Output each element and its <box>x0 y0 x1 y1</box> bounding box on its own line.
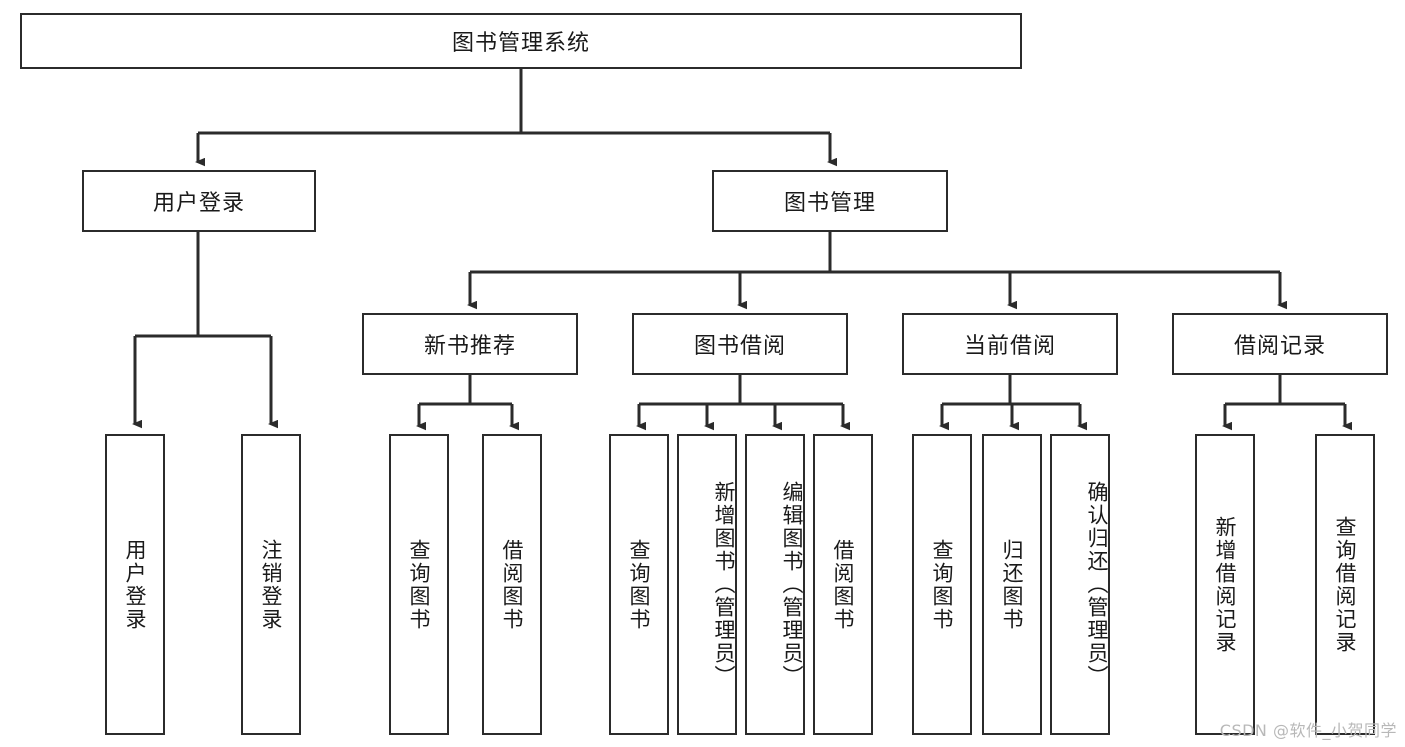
csdn-watermark: CSDN @软件_小贺同学 <box>1219 721 1397 740</box>
leaf-borrow-book-2[interactable]: 借阅图书 <box>813 434 873 735</box>
leaf-query-book-3[interactable]: 查询图书 <box>912 434 972 735</box>
leaf-user-login[interactable]: 用户登录 <box>105 434 165 735</box>
node-book-borrow-label: 图书借阅 <box>693 334 786 359</box>
leaf-return-book-label: 归还图书 <box>1000 538 1025 631</box>
leaf-add-book-label: 新增图书（管理员） <box>712 481 736 688</box>
node-current-borrow-label: 当前借阅 <box>963 334 1056 359</box>
leaf-edit-book-label: 编辑图书（管理员） <box>780 481 804 688</box>
leaf-edit-book[interactable]: 编辑图书（管理员） <box>745 434 805 735</box>
node-user-login[interactable]: 用户登录 <box>82 170 316 232</box>
leaf-borrow-book-1-label: 借阅图书 <box>500 538 525 631</box>
node-book-manage[interactable]: 图书管理 <box>712 170 948 232</box>
leaf-query-book-1-label: 查询图书 <box>407 538 432 631</box>
node-new-book-recommend[interactable]: 新书推荐 <box>362 313 578 375</box>
leaf-confirm-return-label: 确认归还（管理员） <box>1085 481 1109 688</box>
leaf-return-book[interactable]: 归还图书 <box>982 434 1042 735</box>
leaf-user-login-label: 用户登录 <box>123 538 148 631</box>
leaf-query-book-2-label: 查询图书 <box>627 538 652 631</box>
node-root-label: 图书管理系统 <box>451 31 590 56</box>
node-root[interactable]: 图书管理系统 <box>20 13 1022 69</box>
leaf-add-record-label: 新增借阅记录 <box>1213 515 1238 654</box>
leaf-query-book-3-label: 查询图书 <box>930 538 955 631</box>
leaf-query-book-1[interactable]: 查询图书 <box>389 434 449 735</box>
leaf-user-logout[interactable]: 注销登录 <box>241 434 301 735</box>
leaf-user-logout-label: 注销登录 <box>259 538 284 631</box>
node-borrow-record[interactable]: 借阅记录 <box>1172 313 1388 375</box>
leaf-confirm-return[interactable]: 确认归还（管理员） <box>1050 434 1110 735</box>
leaf-add-record[interactable]: 新增借阅记录 <box>1195 434 1255 735</box>
leaf-query-record[interactable]: 查询借阅记录 <box>1315 434 1375 735</box>
node-user-login-label: 用户登录 <box>152 191 245 216</box>
leaf-add-book[interactable]: 新增图书（管理员） <box>677 434 737 735</box>
node-current-borrow[interactable]: 当前借阅 <box>902 313 1118 375</box>
leaf-query-record-label: 查询借阅记录 <box>1333 515 1358 654</box>
node-new-book-recommend-label: 新书推荐 <box>423 334 516 359</box>
leaf-query-book-2[interactable]: 查询图书 <box>609 434 669 735</box>
leaf-borrow-book-2-label: 借阅图书 <box>831 538 856 631</box>
node-book-manage-label: 图书管理 <box>783 191 876 216</box>
leaf-borrow-book-1[interactable]: 借阅图书 <box>482 434 542 735</box>
node-book-borrow[interactable]: 图书借阅 <box>632 313 848 375</box>
node-borrow-record-label: 借阅记录 <box>1233 334 1326 359</box>
